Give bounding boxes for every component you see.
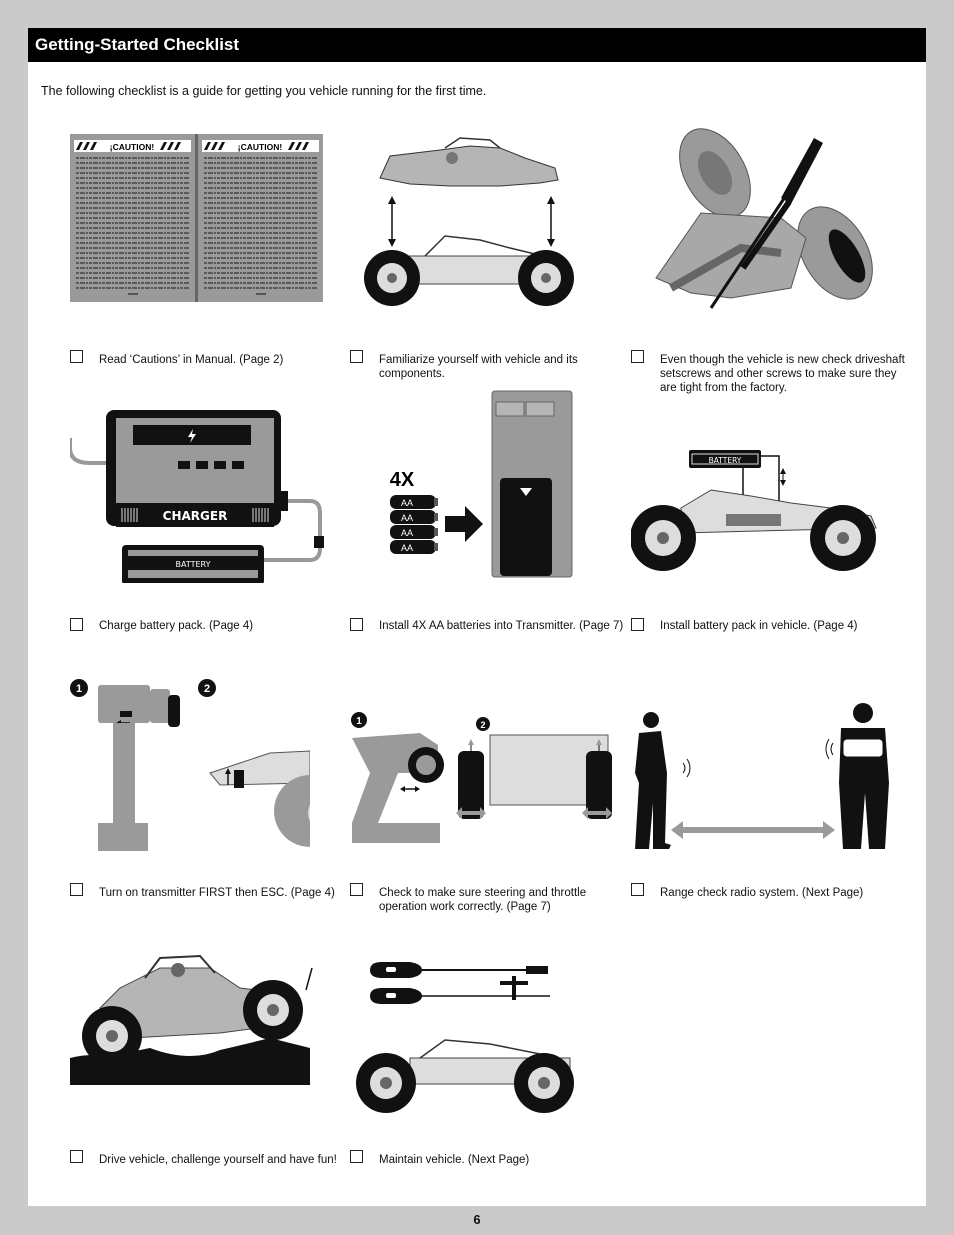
item-label: Install 4X AA batteries into Transmitter… <box>379 620 624 632</box>
checkbox-install-aa[interactable] <box>350 618 363 631</box>
caution-heading-left: ¡CAUTION! <box>110 142 155 152</box>
checkbox-familiarize[interactable] <box>350 350 363 363</box>
item-label: Check to make sure steering and throttle… <box>379 887 587 913</box>
tools-maintain-icon <box>350 938 630 1133</box>
battery-label: BATTERY <box>176 560 211 569</box>
checklist-page: Getting-Started Checklist The following … <box>28 28 926 1206</box>
power-on-icon: 1 2 <box>70 673 350 868</box>
step-1-badge: 1 <box>356 716 362 727</box>
vehicle-exploded-icon <box>350 128 630 323</box>
item-label: Read ‘Cautions’ in Manual. (Page 2) <box>99 354 284 366</box>
checkbox-charge-battery[interactable] <box>70 618 83 631</box>
checkbox-read-cautions[interactable] <box>70 350 83 363</box>
item-label: Charge battery pack. (Page 4) <box>99 620 254 632</box>
step-1-badge: 1 <box>76 683 82 695</box>
checkbox-install-battery-pack[interactable] <box>631 618 644 631</box>
item-label: Even though the vehicle is new check dri… <box>660 354 905 394</box>
intro-text: The following checklist is a guide for g… <box>41 84 487 98</box>
checklist-item-check-screws: Even though the vehicle is new check dri… <box>631 128 911 394</box>
charger-icon: CHARGER BATTERY <box>68 388 350 585</box>
crawler-driving-icon <box>70 938 350 1133</box>
battery-count: 4X <box>390 469 415 491</box>
checkbox-power-on[interactable] <box>70 883 83 896</box>
page-number: 6 <box>473 1212 481 1227</box>
item-label: Turn on transmitter FIRST then ESC. (Pag… <box>99 887 335 899</box>
aa-label: AA <box>401 513 413 523</box>
checklist-item-read-cautions: ¡CAUTION! ¡CAUTION! <box>70 128 350 388</box>
checklist-item-maintain: Maintain vehicle. (Next Page) <box>350 938 630 1198</box>
checklist-item-familiarize: Familiarize yourself with vehicle and it… <box>350 128 630 388</box>
aa-label: AA <box>401 528 413 538</box>
checklist-item-drive: Drive vehicle, challenge yourself and ha… <box>70 938 350 1198</box>
checkbox-drive[interactable] <box>70 1150 83 1163</box>
checklist-item-steering-check: 1 2 Check to make sure steering and thro… <box>350 673 630 933</box>
step-2-badge: 2 <box>204 683 210 695</box>
screwdriver-chassis-icon <box>631 128 911 323</box>
checkbox-steering-check[interactable] <box>350 883 363 896</box>
steering-check-icon: 1 2 <box>350 673 630 868</box>
checklist-item-install-aa: 4X AA AA AA AA <box>350 388 630 648</box>
item-label: Drive vehicle, challenge yourself and ha… <box>99 1154 337 1166</box>
aa-label: AA <box>401 543 413 553</box>
step-2-badge: 2 <box>480 720 485 730</box>
checklist-item-install-battery-pack: BATTERY Install battery pack in vehicle.… <box>630 388 911 648</box>
checkbox-maintain[interactable] <box>350 1150 363 1163</box>
item-label: Install battery pack in vehicle. (Page 4… <box>660 620 858 632</box>
item-label: Familiarize yourself with vehicle and it… <box>379 354 578 380</box>
manual-caution-icon: ¡CAUTION! ¡CAUTION! <box>70 128 350 323</box>
checkbox-check-screws[interactable] <box>631 350 644 363</box>
checkbox-range-check[interactable] <box>631 883 644 896</box>
item-label: Range check radio system. (Next Page) <box>660 887 864 899</box>
checklist-item-power-on: 1 2 Turn on transmitter FIR <box>70 673 350 933</box>
checklist-item-range-check: Range check radio system. (Next Page) <box>631 673 911 933</box>
page-title: Getting-Started Checklist <box>28 28 926 62</box>
battery-label: BATTERY <box>709 456 742 465</box>
battery-install-icon: BATTERY <box>630 388 911 583</box>
item-label: Maintain vehicle. (Next Page) <box>379 1154 530 1166</box>
caution-heading-right: ¡CAUTION! <box>238 142 283 152</box>
range-check-icon <box>631 673 911 868</box>
transmitter-batteries-icon: 4X AA AA AA AA <box>350 388 630 583</box>
aa-label: AA <box>401 498 413 508</box>
charger-label: CHARGER <box>163 509 228 523</box>
checklist-item-charge-battery: CHARGER BATTERY Charge battery pack. (Pa… <box>68 388 350 648</box>
